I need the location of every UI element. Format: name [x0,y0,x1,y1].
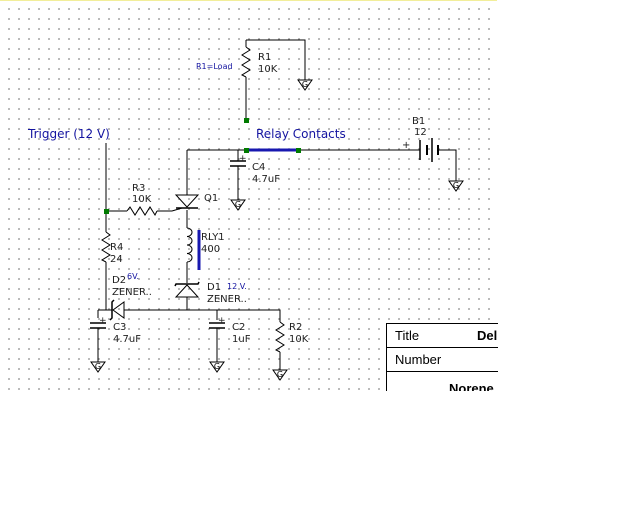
title-block: Title Del Number Norene [386,323,498,391]
r2-value: 10K [289,334,309,345]
b1-value: 12 [414,127,427,138]
svg-text:G: G [277,370,283,379]
q1-ref: Q1 [204,193,218,204]
r3-resistor[interactable] [126,206,158,217]
r4-ref: R4 [110,242,123,253]
top-border-line [0,0,497,1]
svg-text:G: G [214,362,220,371]
node-trigger[interactable] [104,209,109,214]
svg-text:G: G [302,80,308,89]
r1-ref: R1 [258,52,271,63]
schematic-canvas[interactable] [0,0,497,390]
r1-value: 10K [258,64,278,75]
d1-value: ZENER.. [207,294,247,305]
node-contacts-left[interactable] [244,148,249,153]
c3-plus: + [99,316,107,326]
d1-ref: D1 [207,282,221,293]
wire-b1-ground [438,149,457,181]
svg-text:G: G [95,362,101,371]
c3-value: 4.7uF [113,334,141,345]
node-contacts-right[interactable] [296,148,301,153]
c3-ref: C3 [113,322,126,333]
b1-battery[interactable] [416,138,439,162]
number-label: Number [395,352,442,367]
title-block-footer: Norene [449,381,494,391]
ground-r2: G [272,369,288,381]
r1-note: R1=Load [196,62,233,71]
b1-plus: + [402,140,410,151]
rly1-value: 400 [201,244,220,255]
ground-r1: G [297,79,313,91]
b1-ref: B1 [412,116,425,127]
c2-value: 1uF [232,334,251,345]
node-r1[interactable] [244,118,249,123]
r2-ref: R2 [289,322,302,333]
r4-value: 24 [110,254,123,265]
c3-capacitor[interactable] [90,322,106,329]
r3-value: 10K [132,194,152,205]
svg-text:G: G [453,181,459,190]
r4-resistor[interactable] [100,231,111,263]
wire-r1-top [246,39,306,80]
d2-value: ZENER.. [112,287,152,298]
c2-capacitor[interactable] [209,322,225,329]
wires [97,39,457,370]
title-value: Del [477,328,498,343]
relay-contacts-label: Relay Contacts [256,127,346,141]
d2-ref: D2 [112,275,126,286]
rly1-ref: RLY1 [201,232,225,243]
rly1-coil[interactable] [186,227,193,263]
ground-b1: G [448,180,464,192]
ground-c2: G [209,361,225,373]
title-label: Title [395,328,420,343]
c4-capacitor[interactable] [230,160,246,167]
ground-c4: G [230,199,246,211]
ground-c3: G [90,361,106,373]
nodes [104,118,301,214]
c4-ref: C4 [252,162,265,173]
svg-text:G: G [235,200,241,209]
c2-plus: + [218,316,226,326]
d1-note: 12 V. [227,282,247,291]
r2-resistor[interactable] [274,321,285,353]
c4-plus: + [239,154,247,164]
d2-zener[interactable] [98,297,128,321]
r1-resistor[interactable] [240,46,251,78]
q1-scr[interactable] [171,194,200,212]
title-row: Title Del [387,324,498,348]
number-row: Number [387,348,498,372]
trigger-label: Trigger (12 V) [27,127,110,141]
d2-note: 6V. [127,272,139,281]
wire-bottom-rail [128,309,281,370]
c4-value: 4.7uF [252,174,280,185]
c2-ref: C2 [232,322,245,333]
r3-ref: R3 [132,183,145,194]
d1-zener[interactable] [174,281,200,298]
